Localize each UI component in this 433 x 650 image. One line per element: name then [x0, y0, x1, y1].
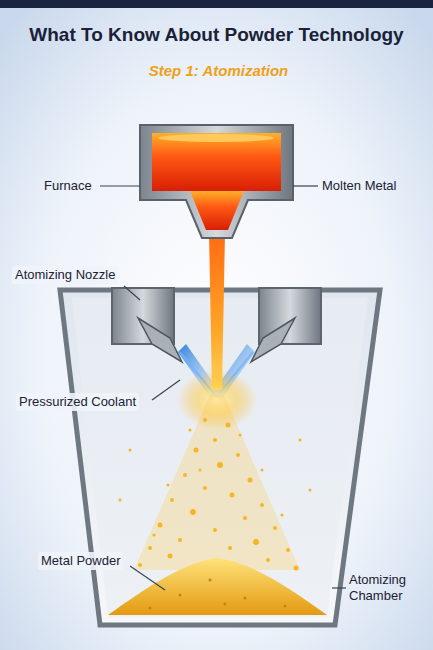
part-label: Metal Powder — [38, 552, 123, 570]
part-label: Pressurized Coolant — [16, 393, 139, 411]
diagram-title: What To Know About Powder Technology — [0, 24, 433, 46]
step-subtitle: Step 1: Atomization — [2, 62, 433, 79]
part-label: Atomizing Chamber — [349, 572, 429, 603]
part-label: Atomizing Nozzle — [12, 266, 118, 284]
part-label: Furnace — [44, 178, 92, 194]
part-label: Molten Metal — [322, 178, 396, 194]
